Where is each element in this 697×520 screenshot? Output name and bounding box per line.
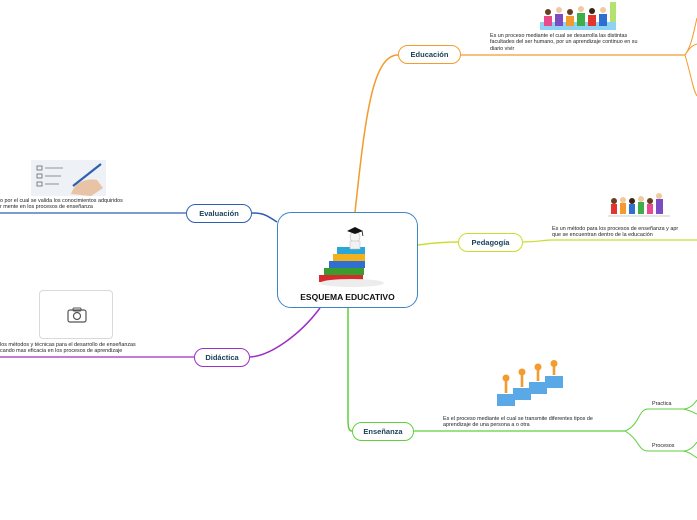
children-group-icon: [608, 193, 670, 217]
subtopic-practica[interactable]: Practica: [652, 401, 672, 407]
central-topic[interactable]: ESQUEMA EDUCATIVO: [277, 212, 418, 308]
camera-placeholder-icon: [67, 307, 87, 323]
note-pedagogia: Es un método para los procesos de enseña…: [552, 226, 679, 239]
central-title: ESQUEMA EDUCATIVO: [300, 292, 395, 302]
note-educacion: Es un proceso mediante el cual se desarr…: [490, 33, 638, 52]
note-didactica: los métodos y técnicas para el desarroll…: [0, 342, 136, 355]
image-placeholder[interactable]: [39, 290, 113, 339]
topic-evaluacion[interactable]: Evaluación: [186, 204, 252, 223]
note-ensenanza: Es el proceso mediante el cual se transm…: [443, 416, 593, 429]
checklist-hand-pen-icon: [31, 160, 106, 196]
students-classroom-icon: [540, 2, 616, 30]
people-puzzle-icon: [497, 360, 563, 406]
topic-ensenanza[interactable]: Enseñanza: [352, 422, 414, 441]
stack-of-books-graduate-icon: [319, 227, 384, 287]
topic-pedagogia[interactable]: Pedagogía: [458, 233, 523, 252]
topic-educacion[interactable]: Educación: [398, 45, 461, 64]
subtopic-procesos[interactable]: Procesos: [652, 443, 675, 449]
note-evaluacion: o por el cual se valida los conocimiento…: [0, 198, 123, 211]
topic-didactica[interactable]: Didáctica: [194, 348, 250, 367]
